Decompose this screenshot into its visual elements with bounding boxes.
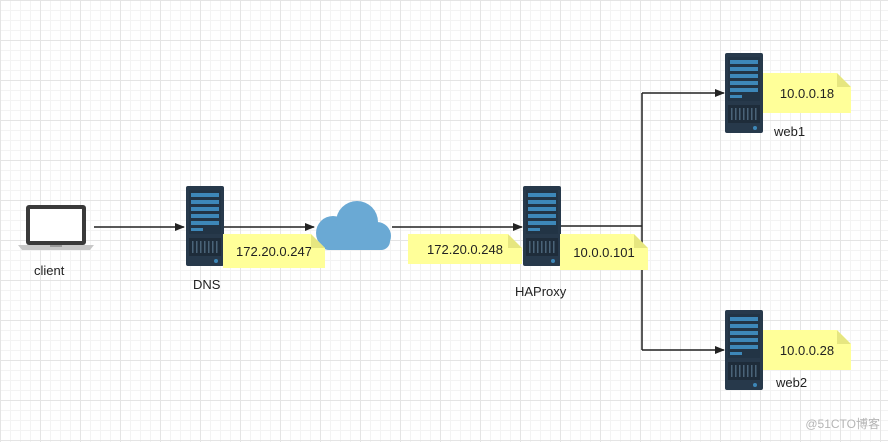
dns-ip-text: 172.20.0.247 [236, 243, 312, 259]
haproxy-public-ip-note: 172.20.0.248 [408, 234, 522, 264]
dns-label: DNS [193, 277, 221, 292]
cloud-icon [316, 201, 391, 250]
watermark: @51CTO博客 [805, 417, 880, 431]
web2-label: web2 [776, 375, 808, 390]
laptop-icon [18, 205, 94, 250]
web1-ip-text: 10.0.0.18 [779, 85, 835, 101]
web1-ip-note: 10.0.0.18 [763, 73, 851, 113]
dns-ip-note: 172.20.0.247 [223, 234, 325, 268]
web1-server-icon [725, 53, 763, 133]
haproxy-private-ip-note: 10.0.0.101 [560, 234, 648, 270]
haproxy-public-ip-text: 172.20.0.248 [427, 241, 503, 257]
haproxy-private-ip-text: 10.0.0.101 [573, 244, 635, 260]
dns-server-icon [186, 186, 224, 266]
haproxy-label: HAProxy [515, 284, 567, 299]
web2-ip-text: 10.0.0.28 [779, 342, 835, 358]
web1-label: web1 [774, 124, 806, 139]
haproxy-server-icon [523, 186, 561, 266]
web2-server-icon [725, 310, 763, 390]
web2-ip-note: 10.0.0.28 [763, 330, 851, 370]
client-label: client [34, 263, 65, 278]
